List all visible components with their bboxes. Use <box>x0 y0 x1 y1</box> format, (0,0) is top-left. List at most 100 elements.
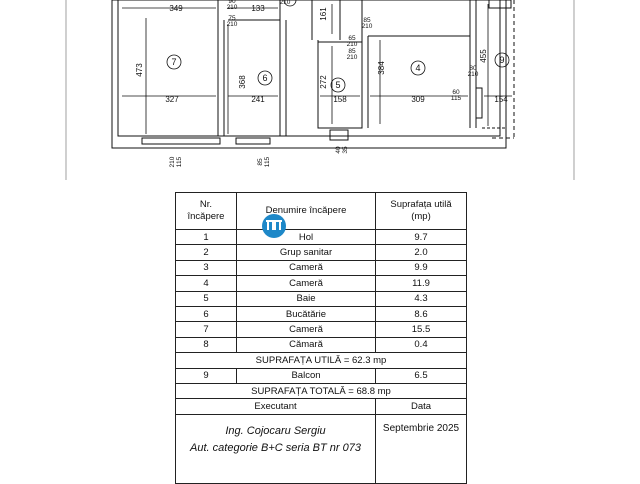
room-number-circles <box>166 0 510 93</box>
executant-label: Executant <box>175 398 376 415</box>
dimension-labels: 349 133 161 473 327 368 241 272 158 384 … <box>135 4 508 104</box>
table-row: 1 Hol 9.7 <box>175 228 467 246</box>
dim-label: 161 <box>319 7 328 21</box>
room-number: 6 <box>262 73 267 83</box>
door-labels: 90 210 75 210 85 210 65 210 85 210 80 21… <box>227 0 479 102</box>
walls <box>111 0 515 149</box>
dim-label: 455 <box>479 49 488 63</box>
door-label: 210 <box>347 54 358 61</box>
window-labels: 210 115 85 115 40 35 <box>169 146 349 167</box>
room-area-table: Nr.încăpere Denumire încăpere Suprafața … <box>175 192 467 484</box>
room-numbers: 7 6 5 4 9 <box>171 55 504 90</box>
room-area: 11.9 <box>375 275 467 292</box>
window-label: 85 <box>257 158 264 166</box>
room-name: Baie <box>236 290 376 307</box>
door-label: 85 <box>348 48 356 55</box>
door-label-partial: 210 <box>280 0 291 6</box>
room-name: Grup sanitar <box>236 244 376 261</box>
useful-total-row: SUPRAFAȚA UTILĂ = 62.3 mp <box>175 352 467 369</box>
date-value: Septembrie 2025 <box>382 422 460 434</box>
room-name: Balcon <box>236 367 376 384</box>
room-number: 5 <box>335 80 340 90</box>
room-name: Hol <box>236 228 376 246</box>
engineer-authorization: Aut. categorie B+C seria BT nr 073 <box>190 441 361 454</box>
window-label: 35 <box>342 146 349 154</box>
engineer-cell: Ing. Cojocaru Sergiu Aut. categorie B+C … <box>175 413 376 484</box>
room-number: 4 <box>415 63 420 73</box>
dimension-lines <box>122 4 512 134</box>
header-room-number: Nr.încăpere <box>175 192 237 230</box>
room-area: 8.6 <box>375 305 467 323</box>
balcony-row: 9 Balcon 6.5 <box>175 367 467 384</box>
dim-label: 133 <box>251 4 265 13</box>
door-label: 65 <box>348 35 356 42</box>
engineer-name: Ing. Cojocaru Sergiu <box>225 424 326 437</box>
door-label: 210 <box>227 21 238 28</box>
useful-total: SUPRAFAȚA UTILĂ = 62.3 mp <box>175 352 467 369</box>
floor-plan-svg: 349 133 161 473 327 368 241 272 158 384 … <box>65 0 575 180</box>
room-name: Bucătărie <box>236 305 376 323</box>
window-label: 210 <box>169 156 176 167</box>
room-name: Cameră <box>236 275 376 292</box>
table-row: 5 Baie 4.3 <box>175 290 467 307</box>
door-label: 80 <box>469 65 477 72</box>
door-label: 90 <box>228 0 236 5</box>
grand-total: SUPRAFAȚA TOTALĂ = 68.8 mp <box>175 382 467 400</box>
header-room-name: Denumire încăpere <box>236 192 376 230</box>
table-row: 6 Bucătărie 8.6 <box>175 305 467 323</box>
room-number: 7 <box>171 57 176 67</box>
dim-label: 349 <box>169 4 183 13</box>
table-row: 3 Cameră 9.9 <box>175 259 467 277</box>
table-row: 7 Cameră 15.5 <box>175 321 467 338</box>
dim-label: 384 <box>377 61 386 75</box>
room-nr: 2 <box>175 244 237 261</box>
door-label: 210 <box>362 23 373 30</box>
door-label: 210 <box>227 4 238 11</box>
door-label: 85 <box>363 17 371 24</box>
door-label: 75 <box>228 15 236 22</box>
door-label: 115 <box>451 95 462 102</box>
window-label: 115 <box>176 156 183 167</box>
room-name: Cameră <box>236 259 376 277</box>
room-nr: 9 <box>175 367 237 384</box>
window-label: 115 <box>264 156 271 167</box>
room-area: 6.5 <box>375 367 467 384</box>
floor-plan-drawing: 349 133 161 473 327 368 241 272 158 384 … <box>0 0 640 180</box>
room-area: 15.5 <box>375 321 467 338</box>
date-cell: Septembrie 2025 <box>375 413 467 484</box>
dim-label: 309 <box>411 95 425 104</box>
dim-label: 154 <box>494 95 508 104</box>
room-area: 0.4 <box>375 336 467 354</box>
room-nr: 4 <box>175 275 237 292</box>
window-label: 40 <box>335 146 342 154</box>
table-row: 2 Grup sanitar 2.0 <box>175 244 467 261</box>
dim-label: 241 <box>251 95 265 104</box>
door-label: 210 <box>347 41 358 48</box>
door-label: 60 <box>452 89 460 96</box>
dim-label: 327 <box>165 95 179 104</box>
door-label: 210 <box>468 71 479 78</box>
room-nr: 3 <box>175 259 237 277</box>
room-nr: 7 <box>175 321 237 338</box>
room-nr: 1 <box>175 228 237 246</box>
room-number: 9 <box>499 55 504 65</box>
table-row: 4 Cameră 11.9 <box>175 275 467 292</box>
grand-total-row: SUPRAFAȚA TOTALĂ = 68.8 mp <box>175 382 467 400</box>
signature-row: Ing. Cojocaru Sergiu Aut. categorie B+C … <box>175 413 467 484</box>
room-area: 2.0 <box>375 244 467 261</box>
room-name: Cămară <box>236 336 376 354</box>
dim-label: 368 <box>238 75 247 89</box>
room-area: 4.3 <box>375 290 467 307</box>
dim-label: 158 <box>333 95 347 104</box>
table-row: 8 Cămară 0.4 <box>175 336 467 354</box>
room-area: 9.7 <box>375 228 467 246</box>
dim-label: 473 <box>135 63 144 77</box>
header-useful-area: Suprafața utilă(mp) <box>375 192 467 230</box>
room-nr: 6 <box>175 305 237 323</box>
signature-header-row: Executant Data <box>175 398 467 415</box>
room-area: 9.9 <box>375 259 467 277</box>
date-label: Data <box>375 398 467 415</box>
table-header-row: Nr.încăpere Denumire încăpere Suprafața … <box>175 192 467 230</box>
dim-label: 272 <box>319 75 328 89</box>
